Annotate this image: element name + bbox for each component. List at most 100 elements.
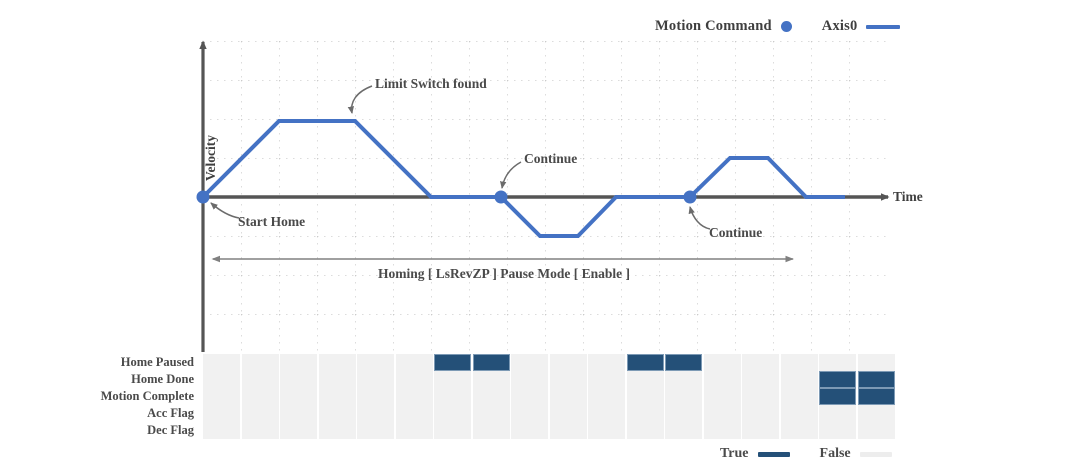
signal-cell-false (588, 388, 625, 405)
signal-cell-false (857, 354, 895, 371)
signal-label-home-done: Home Done (131, 372, 194, 386)
true-state-swatch-icon (757, 451, 790, 457)
leader-continue-1 (500, 161, 522, 189)
signal-cell-false (472, 388, 510, 405)
signal-cell-false (241, 354, 279, 371)
signal-cell-false (626, 405, 664, 422)
signal-row (203, 371, 896, 388)
signal-cell-false (703, 388, 741, 405)
signal-cell-false (588, 422, 625, 439)
signal-cell-false (626, 422, 664, 439)
marker-continue-2 (683, 190, 697, 204)
signal-label-motion-complete: Motion Complete (100, 389, 194, 403)
signal-cell-false (626, 371, 664, 388)
signal-cell-false (665, 405, 702, 422)
signal-cell-false (511, 354, 548, 371)
signal-cell-false (819, 405, 856, 422)
signal-cell-false (357, 388, 394, 405)
signal-cell-false (318, 422, 356, 439)
signal-cell-false (203, 354, 240, 371)
signal-cell-false (357, 422, 394, 439)
signal-cell-false (280, 422, 317, 439)
signal-cell-false (780, 388, 818, 405)
signal-cell-false (472, 405, 510, 422)
leader-start-home (210, 202, 240, 219)
signal-cell-false (626, 388, 664, 405)
false-state-swatch-icon (859, 451, 892, 457)
signal-label-acc-flag: Acc Flag (147, 406, 194, 420)
chart-legend-top: Motion Command Axis0 (655, 18, 901, 35)
signal-cell-false (280, 388, 317, 405)
legend-false-label: False (819, 446, 851, 461)
signal-cell-false (549, 422, 587, 439)
signal-cell-false (742, 354, 779, 371)
marker-start-home (196, 190, 210, 204)
annotation-start-home: Start Home (238, 214, 306, 229)
signal-cell-false (511, 388, 548, 405)
signal-row (203, 422, 896, 439)
signal-cell-false (241, 422, 279, 439)
annotation-homing-mode: Homing [ LsRevZP ] Pause Mode [ Enable ] (378, 266, 630, 281)
signal-cell-false (395, 371, 433, 388)
signal-cell-false (742, 422, 779, 439)
signal-cell-false (318, 371, 356, 388)
signal-cell-false (395, 354, 433, 371)
signal-cell-true (857, 371, 895, 388)
signal-cell-false (472, 422, 510, 439)
signal-cell-false (318, 388, 356, 405)
y-axis-label: Velocity (203, 135, 218, 181)
signal-cell-false (357, 371, 394, 388)
signal-cell-false (434, 405, 471, 422)
signal-cell-false (665, 388, 702, 405)
signal-cell-true (819, 388, 856, 405)
signal-cell-false (511, 371, 548, 388)
signal-cell-false (280, 354, 317, 371)
signal-cell-false (588, 371, 625, 388)
signal-cell-false (857, 422, 895, 439)
signal-cell-false (588, 405, 625, 422)
chart-legend-bottom: True False (720, 446, 892, 462)
signal-cell-false (780, 405, 818, 422)
filled-circle-marker-icon (780, 21, 792, 32)
signal-cell-false (703, 422, 741, 439)
signal-cell-false (588, 354, 625, 371)
signal-cell-false (395, 405, 433, 422)
signal-cell-false (241, 388, 279, 405)
signal-cell-false (549, 405, 587, 422)
annotation-limit-switch-found: Limit Switch found (375, 76, 487, 91)
signal-cell-false (203, 371, 240, 388)
leader-limit-switch (347, 85, 373, 114)
signal-cell-false (819, 354, 856, 371)
signal-cell-false (203, 422, 240, 439)
signal-cell-true (626, 354, 664, 371)
signal-cell-false (703, 405, 741, 422)
signal-cell-true (857, 388, 895, 405)
signal-cell-false (511, 405, 548, 422)
signal-state-grid (203, 354, 896, 439)
axis0-velocity-curve (201, 119, 845, 238)
solid-line-swatch-icon (866, 24, 901, 29)
signal-cell-false (203, 405, 240, 422)
annotation-leaders (210, 85, 711, 230)
signal-cell-false (780, 354, 818, 371)
signal-cell-true (472, 354, 510, 371)
signal-cell-false (318, 354, 356, 371)
signal-label-dec-flag: Dec Flag (147, 423, 194, 437)
signal-cell-false (434, 371, 471, 388)
signal-row (203, 388, 896, 405)
signal-cell-true (434, 354, 471, 371)
signal-cell-false (434, 422, 471, 439)
signal-cell-false (357, 405, 394, 422)
legend-true-label: True (720, 446, 749, 461)
signal-row (203, 354, 896, 371)
signal-cell-false (395, 422, 433, 439)
signal-cell-false (203, 388, 240, 405)
signal-cell-false (241, 371, 279, 388)
signal-cell-false (665, 371, 702, 388)
signal-cell-false (549, 388, 587, 405)
signal-cell-false (549, 371, 587, 388)
signal-cell-true (665, 354, 702, 371)
signal-cell-false (549, 354, 587, 371)
